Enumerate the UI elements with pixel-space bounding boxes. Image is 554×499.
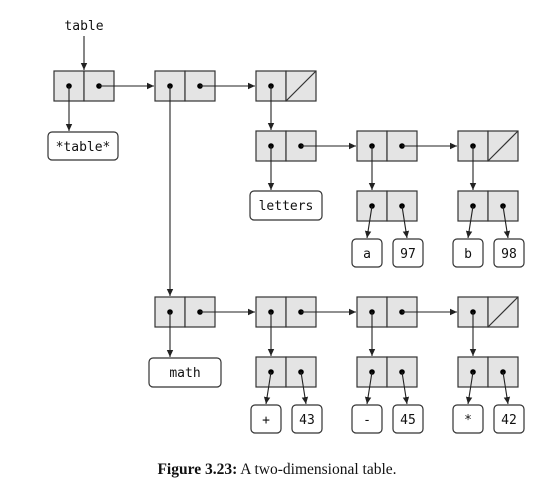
pair-entry-minus xyxy=(356,356,418,388)
key-star: * xyxy=(452,404,484,434)
key-a: a xyxy=(351,238,383,268)
svg-text:*: * xyxy=(464,413,472,428)
value-42: 42 xyxy=(493,404,525,434)
svg-text:45: 45 xyxy=(400,413,416,428)
svg-text:43: 43 xyxy=(299,413,315,428)
pair-entry-a xyxy=(356,190,418,222)
figure-caption-text: A two-dimensional table. xyxy=(237,461,397,478)
pair-entry-b xyxy=(457,190,519,222)
svg-text:-: - xyxy=(363,413,371,428)
figure-number: Figure 3.23: xyxy=(157,461,238,478)
svg-text:*table*: *table* xyxy=(56,140,111,155)
value-43: 43 xyxy=(291,404,323,434)
svg-text:97: 97 xyxy=(400,247,416,262)
key-plus: + xyxy=(250,404,282,434)
two-dimensional-table-diagram: table *table* xyxy=(47,19,525,434)
svg-text:98: 98 xyxy=(501,247,517,262)
symbol-letters: letters xyxy=(249,190,323,221)
svg-text:b: b xyxy=(464,247,472,262)
symbol-math: math xyxy=(148,357,222,388)
pair-backbone-3-nil xyxy=(255,70,317,102)
svg-text:42: 42 xyxy=(501,413,517,428)
pair-entry-plus xyxy=(255,356,317,388)
symbol-table-tag: *table* xyxy=(47,131,119,161)
table-variable-label: table xyxy=(64,19,103,34)
pair-entry-star xyxy=(457,356,519,388)
value-45: 45 xyxy=(392,404,424,434)
svg-text:a: a xyxy=(363,247,371,262)
value-98: 98 xyxy=(493,238,525,268)
key-b: b xyxy=(452,238,484,268)
svg-text:math: math xyxy=(169,366,200,381)
value-97: 97 xyxy=(392,238,424,268)
svg-text:+: + xyxy=(262,413,270,428)
pair-math-4-nil xyxy=(457,296,519,328)
svg-text:letters: letters xyxy=(259,199,314,214)
figure-caption: Figure 3.23: A two-dimensional table. xyxy=(0,461,554,479)
pair-letters-3-nil xyxy=(457,130,519,162)
key-minus: - xyxy=(351,404,383,434)
